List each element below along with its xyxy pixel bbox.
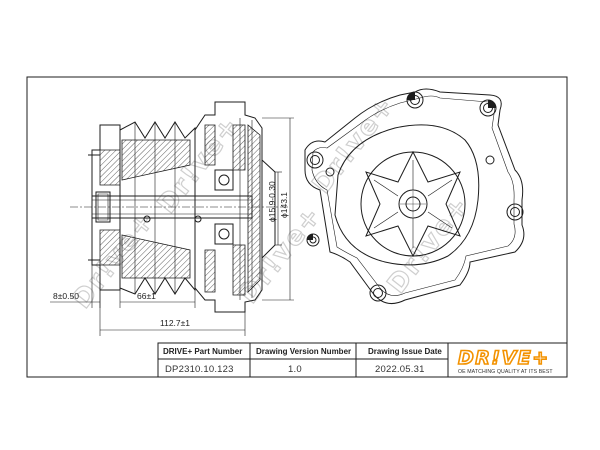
- issue-date-value: 2022.05.31: [375, 364, 425, 375]
- part-number-header: DRIVE+ Part Number: [163, 347, 242, 356]
- title-block: DRIVE+ Part Number Drawing Version Numbe…: [157, 342, 568, 378]
- logo-wordmark: DR!VE+: [458, 347, 550, 369]
- dimension-lines: 8±0.50 66±1 112.7±1 ϕ15.9-0.30 ϕ143.1: [50, 117, 294, 336]
- dim-overall-length: 112.7±1: [160, 318, 190, 328]
- dim-shaft-dia: ϕ15.9-0.30: [267, 181, 277, 222]
- dim-flange-offset: 8±0.50: [53, 291, 79, 301]
- side-section-view: [70, 101, 290, 313]
- front-view: [304, 88, 525, 305]
- brand-logo: DR!VE+ OE MATCHING QUALITY AT ITS BEST: [457, 346, 553, 375]
- dim-pulley-width: 66±1: [137, 291, 156, 301]
- version-header: Drawing Version Number: [256, 347, 351, 356]
- dim-housing-dia: ϕ143.1: [279, 192, 289, 218]
- part-number-value: DP2310.10.123: [165, 364, 234, 375]
- issue-date-header: Drawing Issue Date: [368, 347, 442, 356]
- logo-tagline: OE MATCHING QUALITY AT ITS BEST: [458, 369, 553, 375]
- watermark-4: Dr!ve+: [307, 91, 401, 200]
- version-value: 1.0: [288, 364, 302, 375]
